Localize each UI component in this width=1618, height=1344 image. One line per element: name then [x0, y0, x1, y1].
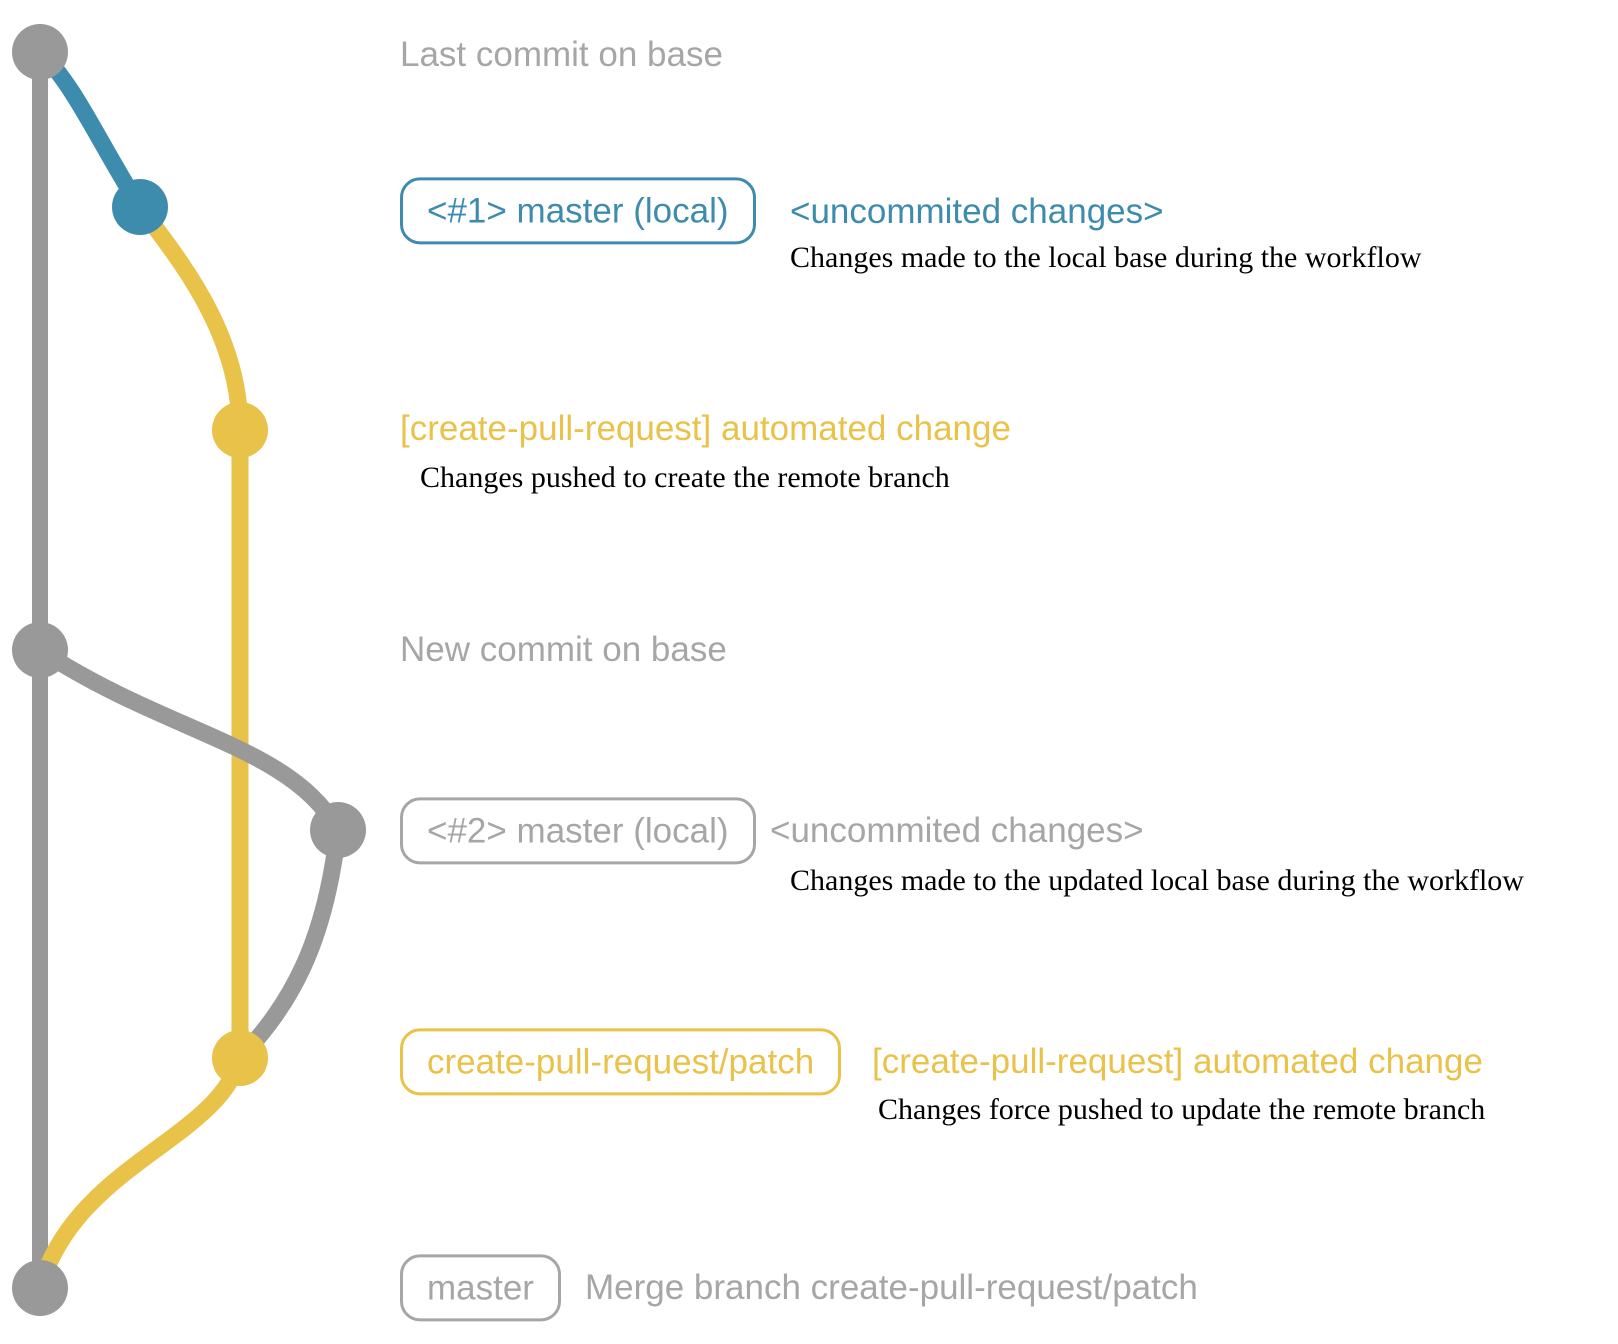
- badge-master-local-1: <#1> master (local): [400, 177, 756, 245]
- git-graph: [12, 24, 366, 1316]
- label-automated-change-1: [create-pull-request] automated change: [400, 409, 1011, 448]
- commit-node-patch-force-push: [212, 1030, 268, 1086]
- annotation-uncommited-changes-2: <uncommited changes>: [770, 811, 1144, 850]
- local-master-2-rebase-curve: [231, 821, 347, 1067]
- local-master-2-branch-curve: [31, 641, 347, 839]
- commit-node-patch-push-1: [212, 402, 268, 458]
- commit-node-base-last: [12, 24, 68, 80]
- commit-node-local-master-2: [310, 802, 366, 858]
- annotation-automated-change-2: [create-pull-request] automated change: [872, 1042, 1483, 1081]
- annotation-uncommited-changes-1: <uncommited changes>: [790, 192, 1164, 231]
- patch-merge-curve: [31, 1049, 249, 1297]
- badge-create-pull-request-patch: create-pull-request/patch: [400, 1028, 842, 1096]
- commit-node-merge: [12, 1260, 68, 1316]
- badge-master: master: [400, 1254, 561, 1322]
- patch-branch-curve: [131, 198, 249, 439]
- description-force-push: Changes force pushed to update the remot…: [878, 1093, 1486, 1126]
- badge-master-local-2: <#2> master (local): [400, 797, 756, 865]
- description-local-changes-1: Changes made to the local base during th…: [790, 241, 1422, 274]
- label-last-commit-on-base: Last commit on base: [400, 35, 723, 74]
- description-local-changes-2: Changes made to the updated local base d…: [790, 864, 1524, 897]
- label-merge-branch: Merge branch create-pull-request/patch: [585, 1268, 1198, 1307]
- label-new-commit-on-base: New commit on base: [400, 630, 727, 669]
- description-push-create-branch: Changes pushed to create the remote bran…: [420, 461, 950, 494]
- commit-node-base-new: [12, 622, 68, 678]
- commit-node-local-master-1: [112, 179, 168, 235]
